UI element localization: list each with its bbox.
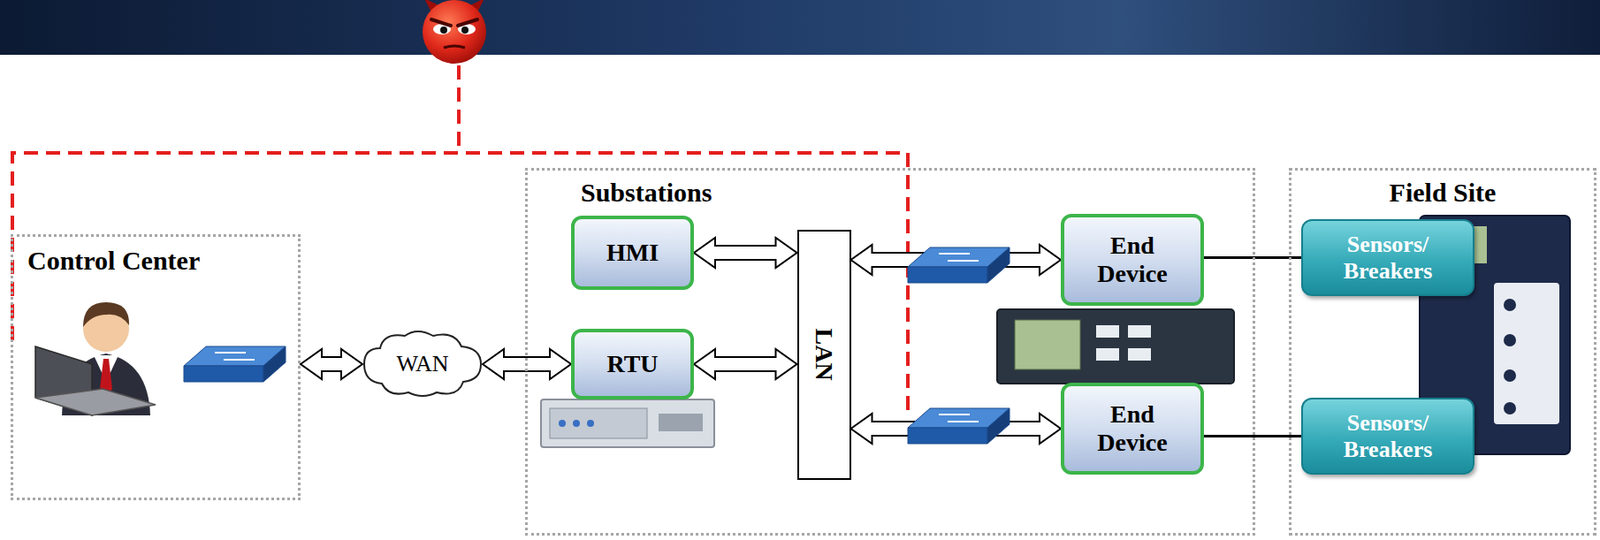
relay-button: [1127, 348, 1151, 361]
zone-label: Substations: [580, 177, 1253, 209]
lan-bus: LAN: [797, 229, 852, 480]
relay-knob: [1503, 402, 1517, 415]
device-box: HMI: [571, 215, 694, 290]
switch-front: [183, 365, 264, 382]
switch-front: [907, 266, 988, 283]
switch-side: [987, 247, 1010, 283]
relay-button: [1096, 325, 1120, 338]
node-label: LAN: [809, 328, 839, 381]
rtu-led: [558, 419, 566, 427]
network-switch: [907, 408, 1010, 444]
relay-screen: [1014, 320, 1081, 370]
rtu-led: [572, 419, 580, 427]
relay-panel: [1493, 282, 1560, 425]
relay-button: [1127, 325, 1151, 338]
node-label: Sensors/ Breakers: [1334, 410, 1441, 464]
devil-mouth: [443, 45, 465, 48]
zone-box: SubstationsHMIRTULANEnd DeviceEnd Device: [525, 167, 1256, 536]
rtu-chassis: [540, 399, 715, 448]
block-arrow: [693, 237, 798, 268]
switch-side: [263, 346, 286, 382]
laptop-base: [35, 388, 156, 416]
rtu-led: [586, 419, 595, 427]
node-label: Sensors/ Breakers: [1334, 231, 1441, 285]
title-banner: [0, 0, 1600, 55]
relay-device: [997, 309, 1235, 384]
node-label: WAN: [396, 350, 449, 378]
switch-mark: [938, 253, 979, 261]
node-label: End Device: [1082, 231, 1182, 289]
block-arrow: [300, 349, 363, 380]
switch-mark: [938, 414, 979, 422]
device-box: End Device: [1060, 382, 1204, 475]
rtu-port: [658, 413, 703, 432]
cloud-shape: [364, 331, 481, 397]
devil-head: [422, 0, 487, 64]
device-box: End Device: [1060, 213, 1204, 306]
node-label: End Device: [1082, 400, 1182, 458]
relay-knob: [1503, 369, 1517, 382]
switch-mark: [214, 352, 255, 360]
zone-label: Field Site: [1291, 177, 1594, 209]
operator-icon: [35, 302, 156, 416]
rtu-device: [540, 399, 715, 448]
connector-line: [1203, 434, 1302, 438]
zone-label: Control Center: [27, 245, 298, 277]
zone-box: Field SiteSensors/ BreakersSensors/ Brea…: [1288, 167, 1597, 536]
device-box: RTU: [571, 328, 694, 400]
device-box: Sensors/ Breakers: [1301, 219, 1475, 297]
block-arrow: [693, 349, 798, 380]
network-switch: [183, 346, 286, 382]
relay-knob: [1503, 334, 1517, 347]
device-box: Sensors/ Breakers: [1301, 397, 1475, 475]
node-label: RTU: [606, 350, 658, 379]
operator-hair: [83, 302, 130, 328]
relay-body: [997, 309, 1235, 384]
connector-line: [1203, 256, 1302, 260]
zone-box: Control Center: [10, 234, 301, 501]
attacker-icon: [422, 0, 487, 64]
attack-path: [12, 65, 908, 416]
rtu-panel: [549, 408, 648, 439]
network-cloud: WAN: [362, 328, 483, 400]
relay-knob: [1503, 298, 1517, 312]
switch-side: [987, 408, 1010, 444]
switch-front: [907, 427, 988, 444]
node-label: HMI: [606, 238, 659, 267]
devil-pupil: [440, 26, 448, 34]
relay-button: [1096, 348, 1120, 361]
devil-pupil: [461, 26, 469, 34]
devil-brow: [431, 19, 478, 26]
network-switch: [907, 247, 1010, 283]
